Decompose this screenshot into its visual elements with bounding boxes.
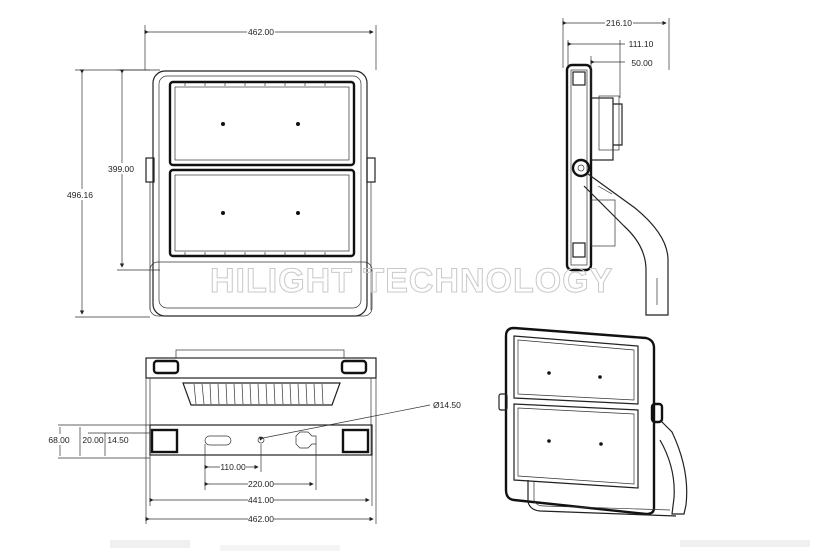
dim-bracket-width: 441.00 [248, 495, 274, 505]
watermark-text: HILIGHT TECHNOLOGY [210, 262, 613, 300]
dim-side-depth: 216.10 [606, 18, 632, 28]
dim-side-depth-small: 50.00 [631, 58, 653, 68]
dim-bottom-h3: 14.50 [107, 435, 129, 445]
dim-hole-spacing-2: 220.00 [248, 479, 274, 489]
bottom-view: Ø14.50 68.00 20.00 14.50 110.00 220.00 4… [47, 349, 461, 524]
dim-bottom-width: 462.00 [248, 514, 274, 524]
dim-bottom-h1: 68.00 [48, 435, 70, 445]
dim-hole-spacing-1: 110.00 [220, 462, 246, 472]
dim-front-width: 462.00 [248, 27, 274, 37]
dim-hole-diameter: Ø14.50 [433, 400, 461, 410]
dim-front-height-panel: 399.00 [108, 164, 134, 174]
dim-side-depth-mid: 111.10 [629, 39, 654, 49]
dim-front-height-total: 496.16 [67, 190, 93, 200]
side-view: 216.10 111.10 50.00 [562, 17, 670, 316]
front-view: 462.00 496.16 399.00 [66, 25, 377, 318]
dim-bottom-h2: 20.00 [82, 435, 104, 445]
isometric-view [498, 326, 688, 517]
